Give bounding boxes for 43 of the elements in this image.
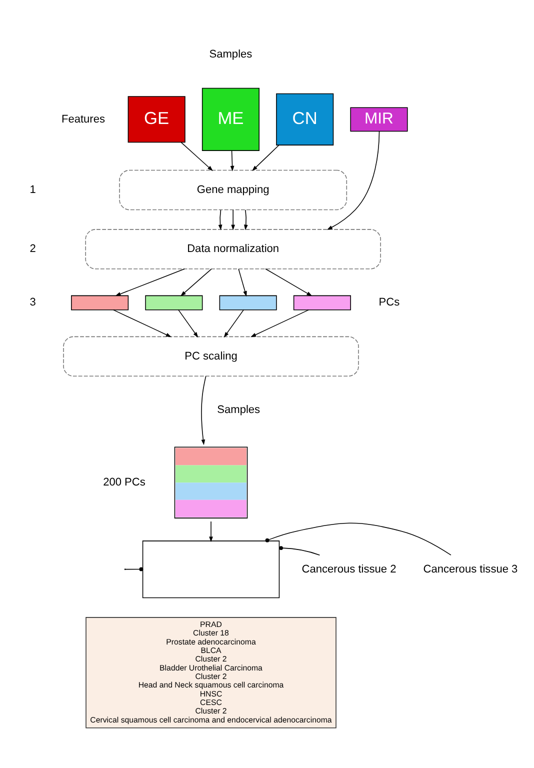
arrow xyxy=(230,150,234,172)
arrow xyxy=(326,131,380,230)
label: 3 xyxy=(30,296,36,309)
node-text: Cancerous tissue 2 xyxy=(302,563,396,576)
arrow xyxy=(178,310,198,338)
node-bar xyxy=(293,295,351,310)
label: 2 xyxy=(30,243,36,256)
label: Samples xyxy=(209,48,252,60)
arrow xyxy=(244,210,248,230)
arrow xyxy=(252,144,280,171)
node-box: Gene mapping xyxy=(119,170,348,210)
label: Features xyxy=(61,113,106,126)
arrow xyxy=(115,268,185,296)
arrow xyxy=(231,210,236,230)
node-box: PC scaling xyxy=(63,336,359,376)
connector xyxy=(265,522,452,556)
label: PCs xyxy=(378,296,400,309)
arrow xyxy=(250,310,309,338)
node-text: Cancerous tissue 3 xyxy=(423,563,518,576)
label: 200 PCs xyxy=(103,476,146,488)
node-box: MIR xyxy=(350,107,408,132)
arrow xyxy=(265,268,312,296)
node-bar xyxy=(219,295,277,310)
connector xyxy=(279,546,320,556)
arrow xyxy=(209,521,213,542)
node-box: ME xyxy=(202,88,260,151)
node-bar xyxy=(71,295,129,310)
node-box: PRAD Cluster 18 Prostate adenocarcinoma BLCA Cluster 2 Bladder Urothelial Carcinoma Cluster 2 Head and Neck squamous cell carcinoma HNSC CESC Cluster 2 Cervical squamous cell carcinoma and endocervical adenocarcinoma xyxy=(86,617,336,728)
arrow xyxy=(224,310,244,338)
node-box: GE xyxy=(128,96,186,143)
arrow xyxy=(113,310,172,338)
label: Samples xyxy=(217,404,260,416)
node-box xyxy=(142,540,280,598)
node-bar xyxy=(145,295,203,310)
arrow xyxy=(218,210,222,230)
arrow xyxy=(180,142,213,172)
arrow xyxy=(180,268,212,296)
label: 1 xyxy=(30,184,36,196)
node-box: CN xyxy=(276,93,334,146)
arrow xyxy=(201,376,206,446)
connector xyxy=(125,568,140,570)
arrow xyxy=(238,268,247,297)
node-box: Data normalization xyxy=(85,229,381,270)
